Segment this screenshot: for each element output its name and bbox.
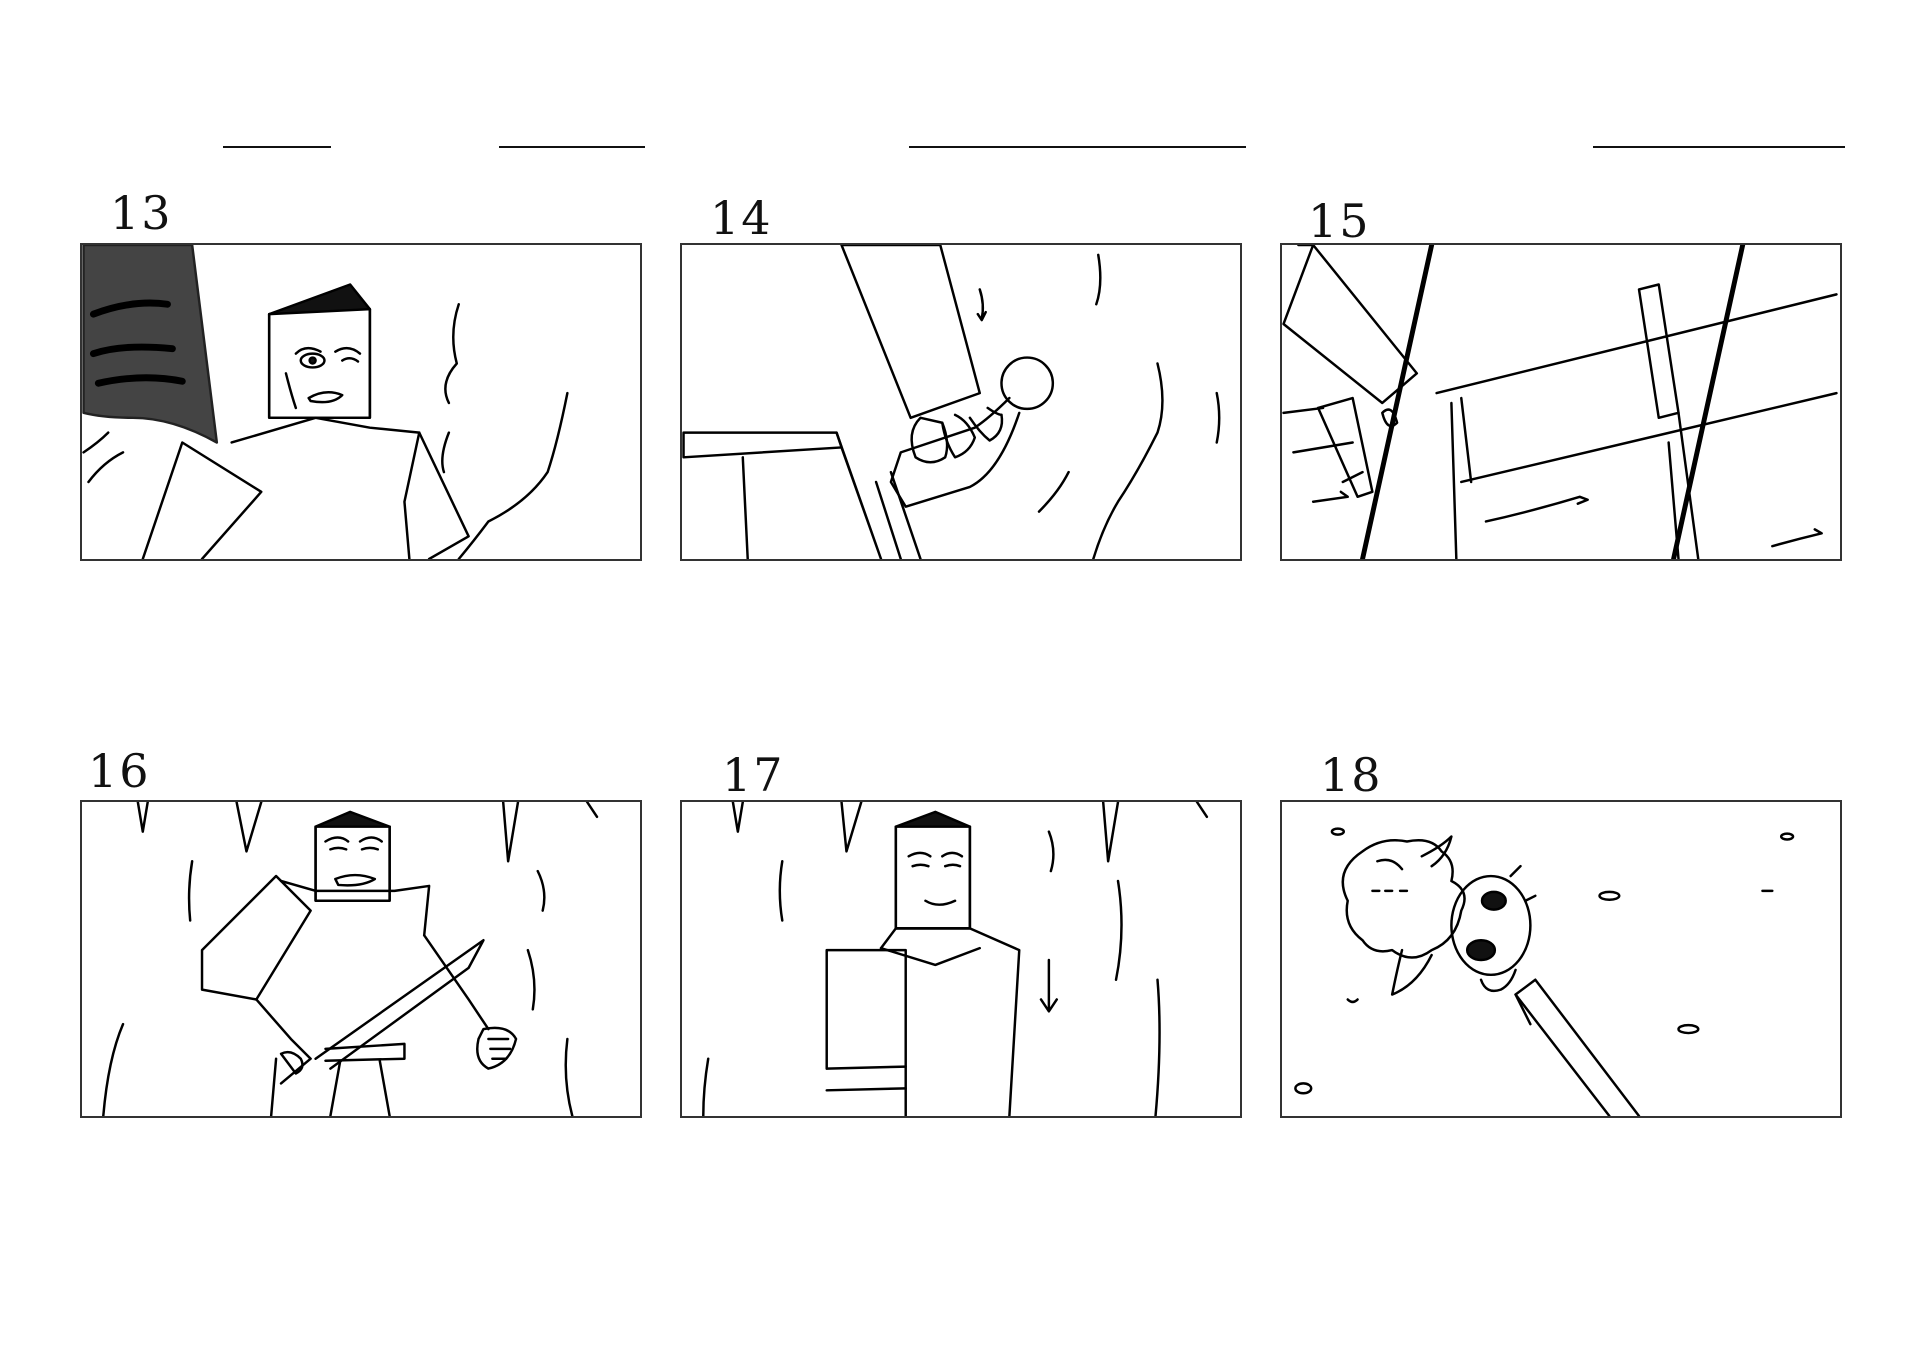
panel-17-sketch [702,802,1209,1116]
storyboard-panel-17 [680,800,1242,1118]
panel-number-18: 18 [1320,748,1383,802]
panel-15-sketch [1282,245,1838,559]
header-blank-line-4 [1593,146,1845,148]
storyboard-panel-18 [1280,800,1842,1118]
panel-number-15: 15 [1308,194,1371,248]
panel-number-13: 13 [110,186,173,240]
header-blank-line-1 [223,146,331,148]
panel-13-sketch [82,245,569,559]
panel-16-sketch [102,802,599,1116]
panel-number-14: 14 [710,191,773,245]
panel-14-sketch [682,245,1221,559]
panel-number-17: 17 [722,748,785,802]
storyboard-panel-14 [680,243,1242,561]
header-blank-line-3 [909,146,1246,148]
storyboard-panel-13 [80,243,642,561]
header-blank-line-2 [499,146,645,148]
panel-number-16: 16 [88,744,151,798]
storyboard-panel-16 [80,800,642,1118]
panel-18-sketch [1294,827,1795,1116]
storyboard-panel-15 [1280,243,1842,561]
